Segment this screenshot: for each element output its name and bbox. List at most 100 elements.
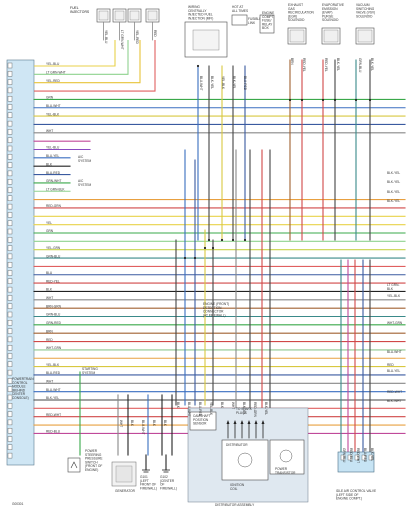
splice-dot [193,256,197,260]
right-wire-label: RED [387,363,394,367]
right-wire-label: BLK-YEL [387,171,400,175]
fuel-injector-coil [114,10,125,21]
bottom-pin-label: BLK [130,420,134,427]
splice-dot [321,98,325,102]
right-wire-label: BLK-YEL [387,180,400,184]
fuel-injector-coil [98,10,109,21]
pcm-pin [7,112,13,119]
pcm-pin [7,187,13,193]
wire-color-label: GRN-BLU [46,254,61,258]
wire-color-label: BLU-RED [46,171,61,175]
iac-pin [368,454,374,461]
pcm-pin [7,220,13,226]
iac-pin-label: RED-BLU [349,448,353,463]
pcm-pin [7,262,13,268]
splice-dot [220,238,224,242]
wire-color-label: BLU-YEL [46,154,60,158]
generator-label: GENERATOR [115,489,136,493]
vsv-pin-label: BLK-YEL [370,58,374,71]
iac-pin-label: BLK-YEL [370,448,374,461]
evap-pin-label: RED-YEL [324,58,328,72]
iac-pin [347,454,353,461]
injector-pin-label: RED [153,30,157,37]
pcm-pin [7,345,13,351]
pcm-pin [7,62,13,69]
pcm-pin [7,71,13,77]
wire-color-label: BLK-YEL [46,396,59,400]
junction-pin-label: YEL-BLK [221,76,225,90]
egr-pin-label: RED-YEL [302,58,306,72]
pcm-pin [7,336,13,343]
splice-dot [196,64,200,68]
switch-contact [70,461,78,469]
pcm-pin [7,311,13,318]
pcm-pin [7,145,13,152]
distributor-pin-label: BLK [220,402,224,409]
pcm-pin [7,320,13,326]
splice-dot [203,246,207,250]
pcm-pin [7,419,13,426]
bottom-pin-label: BLU-WHT [141,420,145,435]
wire-color-label: BRN-GRN [46,304,62,308]
power-transistor-symbol [279,449,293,463]
right-wire-label: BLU-YEL [387,369,401,373]
pcm-pin [7,286,13,293]
distributor-pin-label: YEL-BLK [209,402,213,416]
right-wire-label: RED-WHT [387,390,402,394]
right-wire-label: BLK-WHT [387,399,401,403]
pcm-pin [7,369,13,376]
splice-dot [354,98,358,102]
injector-pin-label: LT GRN-WHT [120,30,124,50]
distributor-assembly-label: DISTRIBUTOR ASSEMBLY [215,503,255,507]
diagram-id: G00301 [12,502,24,506]
wire-color-label: BLU [46,271,53,275]
splice-dot [300,98,304,102]
splice-dot [243,238,247,242]
pcm-pin [7,120,13,127]
pcm-pin [7,228,13,235]
iac-pin [354,454,360,461]
distributor-pin-label: BLU-RED [198,402,202,417]
wire-color-label: GRN-RED [46,321,62,325]
wire-color-label: YEL-GRN [46,246,61,250]
spark-plug-arrow [226,420,230,424]
fuel-injector-coil [129,10,140,21]
pcm-pin [7,378,13,384]
wire-color-label: RED [46,338,53,342]
wire-color-label: GRN [46,229,54,233]
wire-color-label: WHT [46,380,53,384]
pcm-pin [7,386,13,392]
wire-color-label: WHT [46,129,53,133]
spark-plug-arrow [247,420,251,424]
wire-color-label: RED-WHT [46,413,61,417]
pcm-pin [7,162,13,168]
right-wire-label: LT GRN-BLK [387,283,399,291]
distributor-pin-label: BLK [176,402,180,409]
pcm-pin [7,394,13,401]
ps-pressure-switch [67,457,81,473]
wire-injector-feed [34,40,156,92]
iac-pin-label: GRN-BLU [342,448,346,463]
splice-dot [231,238,235,242]
pcm-pin [7,444,13,450]
distributor-rotor [237,452,253,468]
right-wire-label: BLK-YEL [387,199,400,203]
pcm-pin [7,452,13,459]
wire-injector-feed [34,40,141,84]
pcm-pin [7,195,13,202]
pcm-pin [7,79,13,85]
generator-core [115,465,133,483]
distributor-label: DISTRIBUTOR [226,443,248,447]
splice-dot [183,256,187,260]
